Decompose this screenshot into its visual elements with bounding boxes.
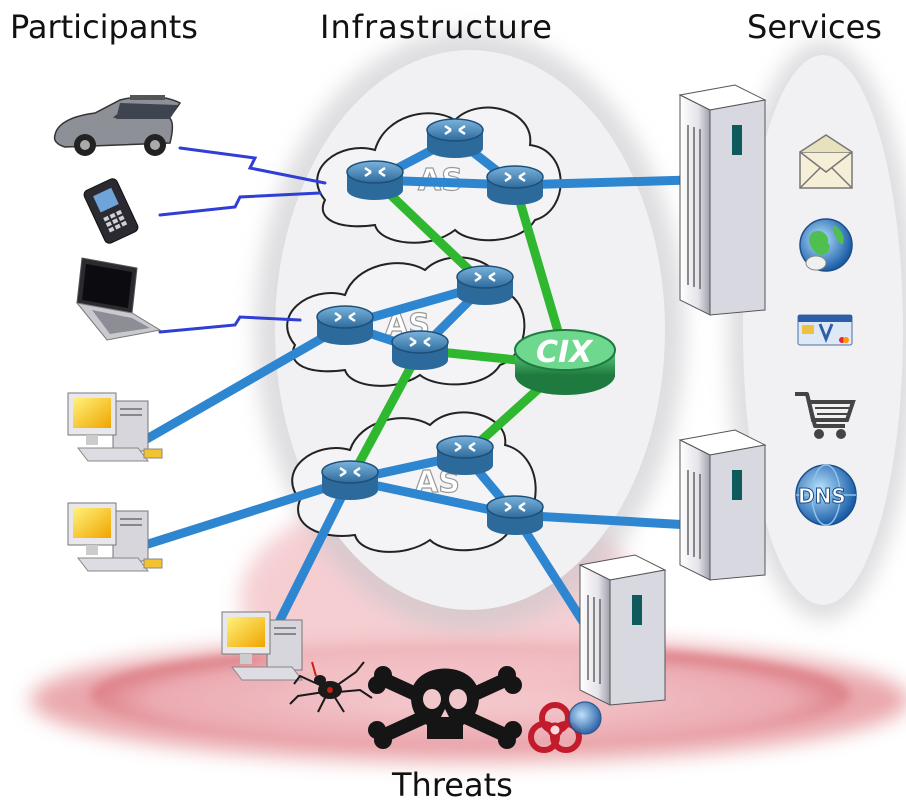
router xyxy=(346,160,404,200)
desktop-computer-icon[interactable] xyxy=(67,392,163,462)
payment-card-icon[interactable] xyxy=(797,314,853,346)
server-middle[interactable] xyxy=(678,429,767,581)
server-compromised[interactable] xyxy=(578,554,667,706)
wireless-link-laptop xyxy=(158,315,302,334)
wireless-link-car xyxy=(178,146,327,185)
cix-exchange[interactable]: CIX xyxy=(514,329,616,395)
shopping-cart-icon[interactable] xyxy=(795,392,856,439)
link xyxy=(345,345,425,485)
router xyxy=(486,495,544,535)
infrastructure-heading: Infrastructure xyxy=(320,8,553,46)
cix-label: CIX xyxy=(536,335,594,370)
threats-heading: Threats xyxy=(392,766,513,804)
router xyxy=(391,330,449,370)
mail-icon[interactable] xyxy=(799,134,853,189)
biohazard-icon xyxy=(528,702,582,753)
router xyxy=(316,305,374,345)
server-top[interactable] xyxy=(678,84,767,316)
link xyxy=(140,475,355,550)
infected-globe-icon xyxy=(568,701,602,735)
web-globe-icon[interactable] xyxy=(799,218,853,272)
link xyxy=(140,320,350,445)
router xyxy=(321,460,379,500)
wireless-link-phone xyxy=(158,191,322,217)
dns-globe-icon[interactable]: DNS xyxy=(795,464,857,526)
compromised-computer-icon[interactable] xyxy=(221,611,304,681)
dns-label: DNS xyxy=(798,484,846,508)
router xyxy=(426,118,484,158)
link xyxy=(510,510,695,530)
router xyxy=(436,435,494,475)
wireless-links xyxy=(158,146,327,334)
car-icon[interactable] xyxy=(53,95,182,156)
bug-spider-icon xyxy=(289,661,373,713)
services-heading: Services xyxy=(747,8,882,46)
link xyxy=(275,475,355,625)
link xyxy=(510,175,695,190)
desktop-computer-icon[interactable] xyxy=(67,502,163,572)
link xyxy=(510,180,570,360)
laptop-icon[interactable] xyxy=(75,257,162,341)
skull-crossbones-icon xyxy=(368,666,522,749)
router xyxy=(486,165,544,205)
participants-heading: Participants xyxy=(10,8,198,46)
router xyxy=(456,265,514,305)
routers xyxy=(316,118,544,535)
smartphone-icon[interactable] xyxy=(82,177,139,245)
